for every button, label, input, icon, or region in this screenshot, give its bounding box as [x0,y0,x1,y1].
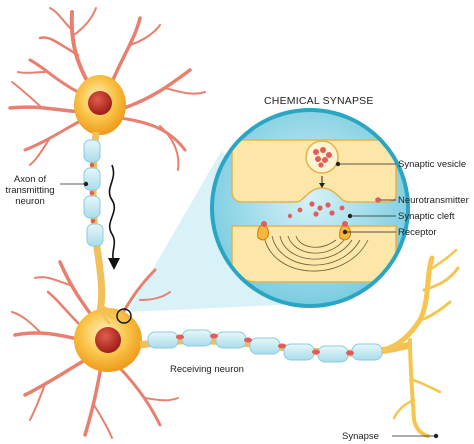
top-axon [83,131,106,313]
label-receiving-neuron: Receiving neuron [170,364,244,375]
synapse-zoom-circle-small [116,308,132,324]
bottom-axon [139,329,411,363]
label-axon-line2: transmitting [5,185,54,196]
label-synaptic-cleft: Synaptic cleft [398,211,455,222]
signal-arrow [108,164,120,270]
leader-lines [60,161,439,439]
title: CHEMICAL SYNAPSE [264,95,374,107]
released-neurotransmitters [287,201,345,219]
label-axon-line3: neuron [15,196,45,207]
axon-terminal-tree [381,248,460,438]
axon-terminal-branches [98,303,129,325]
top-neuron-nucleus [88,91,112,115]
label-axon-line1: Axon of [14,174,47,185]
signal-waves [263,235,369,272]
bottom-neuron-nucleus [95,327,121,353]
label-synapse: Synapse [342,431,379,442]
postsynaptic-terminal [231,225,397,283]
synaptic-vesicle [305,140,339,174]
label-receptor: Receptor [398,227,437,238]
label-synaptic-vesicle: Synaptic vesicle [398,159,466,170]
label-neurotransmitter: Neurotransmitter [398,195,469,206]
release-arrow [319,176,325,188]
